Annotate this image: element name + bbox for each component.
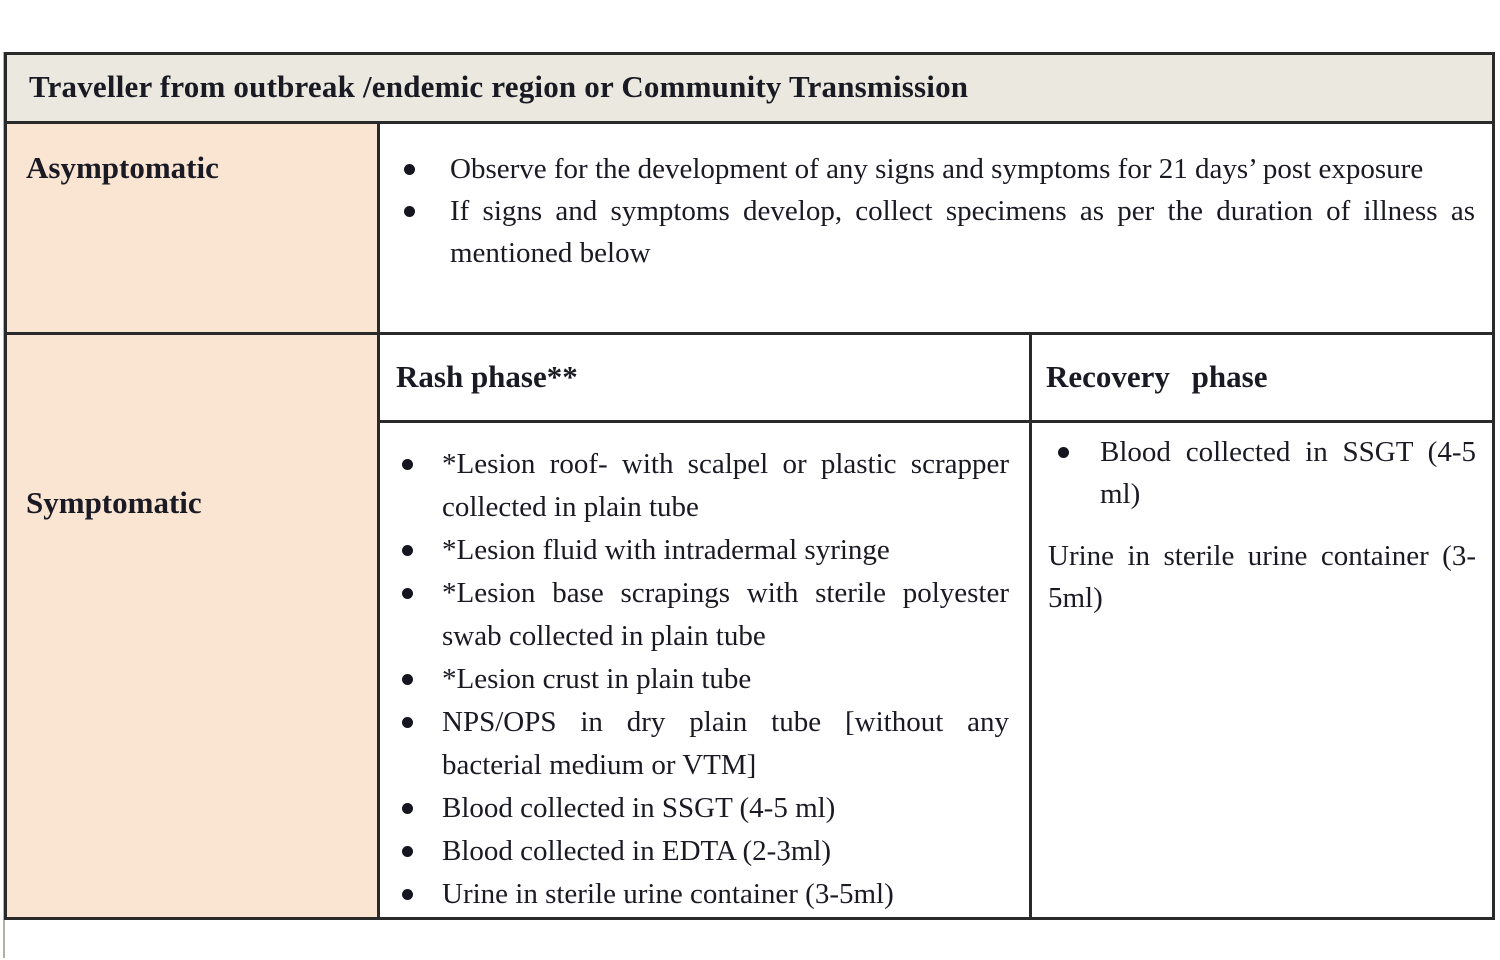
table-title: Traveller from outbreak /endemic region … (7, 55, 1492, 124)
recovery-phase-column: Recovery phase Blood collected in SSGT (… (1032, 335, 1492, 917)
recovery-phase-body: Blood collected in SSGT (4-5 ml) Urine i… (1032, 423, 1492, 917)
recovery-phase-paragraph: Urine in sterile urine container (3-5ml) (1048, 540, 1476, 614)
bullet-item: Blood collected in EDTA (2-3ml) (380, 830, 1009, 873)
asymptomatic-content-cell: Observe for the development of any signs… (380, 124, 1492, 332)
bullet-item: *Lesion fluid with intradermal syringe (380, 529, 1009, 572)
table-row-asymptomatic: Asymptomatic Observe for the development… (7, 124, 1492, 335)
bullet-item: Urine in sterile urine container (3-5ml) (380, 873, 1009, 916)
bullet-item: NPS/OPS in dry plain tube [without any b… (380, 701, 1009, 787)
bullet-item: *Lesion base scrapings with sterile poly… (380, 572, 1009, 658)
bullet-item: If signs and symptoms develop, collect s… (380, 190, 1475, 274)
bullet-item: *Lesion crust in plain tube (380, 658, 1009, 701)
row-label-asymptomatic: Asymptomatic (7, 124, 380, 332)
table-row-symptomatic: Symptomatic Rash phase** *Lesion roof- w… (7, 335, 1492, 917)
rash-phase-bullet-list: *Lesion roof- with scalpel or plastic sc… (380, 443, 1009, 916)
recovery-phase-bullet-list: Blood collected in SSGT (4-5 ml) (1032, 431, 1476, 515)
bullet-item: Blood collected in SSGT (4-5 ml) (1032, 431, 1476, 515)
asymptomatic-bullet-list: Observe for the development of any signs… (380, 148, 1475, 274)
rash-phase-column: Rash phase** *Lesion roof- with scalpel … (380, 335, 1032, 917)
specimen-collection-table: Traveller from outbreak /endemic region … (4, 52, 1495, 920)
row-label-symptomatic: Symptomatic (7, 335, 380, 917)
bullet-item: Observe for the development of any signs… (380, 148, 1475, 190)
recovery-phase-header: Recovery phase (1032, 335, 1492, 423)
symptomatic-content-cell: Rash phase** *Lesion roof- with scalpel … (380, 335, 1492, 917)
bullet-item: Blood collected in SSGT (4-5 ml) (380, 787, 1009, 830)
rash-phase-body: *Lesion roof- with scalpel or plastic sc… (380, 423, 1029, 917)
bullet-item: *Lesion roof- with scalpel or plastic sc… (380, 443, 1009, 529)
rash-phase-header: Rash phase** (380, 335, 1029, 423)
phase-columns: Rash phase** *Lesion roof- with scalpel … (380, 335, 1492, 917)
